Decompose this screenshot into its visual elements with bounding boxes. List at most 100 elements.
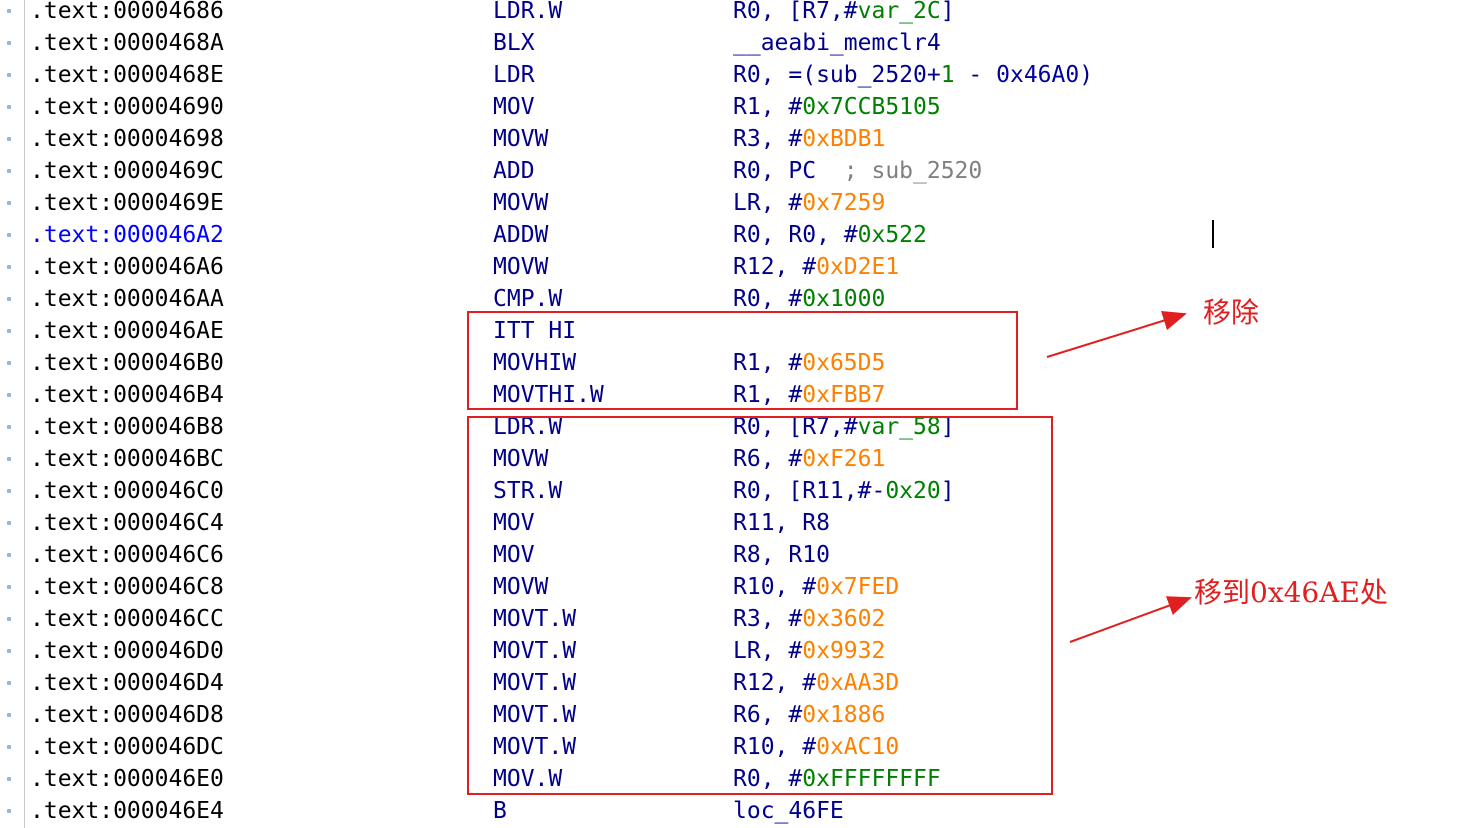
operand-token[interactable]: 0x65D5 xyxy=(802,350,886,376)
row-operands[interactable]: R1, #0xFBB7 xyxy=(733,379,885,411)
row-address[interactable]: .text:000046C4 xyxy=(30,510,224,536)
row-mnemonic[interactable]: CMP.W xyxy=(493,286,563,312)
operand-token[interactable]: LR, # xyxy=(733,638,803,664)
row-mnemonic[interactable]: LDR.W xyxy=(493,0,563,24)
listing-row[interactable]: .text:00004690 MOV R1, #0x7CCB5105 xyxy=(0,91,1475,123)
row-operands[interactable]: R1, #0x7CCB5105 xyxy=(733,91,941,123)
operand-token[interactable]: 0x9932 xyxy=(802,638,886,664)
operand-token[interactable]: 1 xyxy=(940,62,955,88)
row-mnemonic[interactable]: B xyxy=(493,798,507,824)
row-mnemonic[interactable]: BLX xyxy=(493,30,535,56)
row-address[interactable]: .text:000046AE xyxy=(30,318,224,344)
operand-token[interactable]: ] xyxy=(940,0,955,24)
operand-token[interactable]: 0xAA3D xyxy=(816,670,900,696)
row-operands[interactable]: R0, [R11,#-0x20] xyxy=(733,475,955,507)
operand-token[interactable]: 0x7259 xyxy=(802,190,886,216)
operand-token[interactable]: R6, # xyxy=(733,702,803,728)
operand-token[interactable]: 0x3602 xyxy=(802,606,886,632)
operand-token[interactable]: R8, R10 xyxy=(733,542,830,568)
row-operands[interactable]: R0, R0, #0x522 xyxy=(733,219,927,251)
row-mnemonic[interactable]: MOV xyxy=(493,542,535,568)
operand-token[interactable]: R0, # xyxy=(733,286,803,312)
operand-token[interactable]: R0, # xyxy=(733,766,803,792)
operand-token[interactable]: loc_46FE xyxy=(733,798,844,824)
row-mnemonic[interactable]: MOV.W xyxy=(493,766,563,792)
operand-token[interactable]: 0xBDB1 xyxy=(802,126,886,152)
row-address[interactable]: .text:0000468E xyxy=(30,62,224,88)
row-mnemonic[interactable]: LDR xyxy=(493,62,535,88)
operand-token[interactable]: R0, [R7,# xyxy=(733,0,858,24)
row-operands[interactable]: R8, R10 xyxy=(733,539,830,571)
row-address[interactable]: .text:000046E4 xyxy=(30,798,224,824)
operand-comment[interactable]: ; sub_2520 xyxy=(843,158,983,184)
listing-row[interactable]: .text:000046AE ITT HI xyxy=(0,315,1475,347)
operand-token[interactable]: R6, # xyxy=(733,446,803,472)
row-address[interactable]: .text:000046DC xyxy=(30,734,224,760)
row-operands[interactable]: R1, #0x65D5 xyxy=(733,347,885,379)
row-mnemonic[interactable]: MOVT.W xyxy=(493,606,577,632)
operand-token[interactable]: R0, =(sub_2520+ xyxy=(733,62,941,88)
row-address[interactable]: .text:000046BC xyxy=(30,446,224,472)
row-operands[interactable]: R3, #0xBDB1 xyxy=(733,123,885,155)
row-operands[interactable]: R0, #0x1000 xyxy=(733,283,885,315)
row-mnemonic[interactable]: LDR.W xyxy=(493,414,563,440)
operand-token[interactable]: R12, # xyxy=(733,670,817,696)
row-address[interactable]: .text:000046B0 xyxy=(30,350,224,376)
row-operands[interactable]: R12, #0xAA3D xyxy=(733,667,899,699)
row-mnemonic[interactable]: ADDW xyxy=(493,222,549,248)
operand-token[interactable]: 0xFBB7 xyxy=(802,382,886,408)
operand-token[interactable]: 0x522 xyxy=(857,222,927,248)
operand-token[interactable]: R0, [R7,# xyxy=(733,414,858,440)
row-operands[interactable]: R10, #0xAC10 xyxy=(733,731,899,763)
row-mnemonic[interactable]: MOVT.W xyxy=(493,734,577,760)
operand-token[interactable]: R0, PC xyxy=(733,158,844,184)
operand-token[interactable]: R3, # xyxy=(733,126,803,152)
row-mnemonic[interactable]: MOVW xyxy=(493,446,549,472)
operand-token[interactable]: R1, # xyxy=(733,94,803,120)
row-mnemonic[interactable]: ITT HI xyxy=(493,318,577,344)
row-address[interactable]: .text:000046CC xyxy=(30,606,224,632)
row-address[interactable]: .text:000046C0 xyxy=(30,478,224,504)
operand-token[interactable]: R0, [R11,#- xyxy=(733,478,886,504)
row-mnemonic[interactable]: MOVW xyxy=(493,190,549,216)
listing-row[interactable]: .text:000046DC MOVT.W R10, #0xAC10 xyxy=(0,731,1475,763)
row-operands[interactable]: R6, #0x1886 xyxy=(733,699,885,731)
row-mnemonic[interactable]: MOVW xyxy=(493,574,549,600)
operand-token[interactable]: 0x7CCB5105 xyxy=(802,94,941,120)
operand-token[interactable]: 0xFFFFFFFF xyxy=(802,766,941,792)
operand-token[interactable]: ] xyxy=(940,478,955,504)
row-address[interactable]: .text:000046A6 xyxy=(30,254,224,280)
operand-token[interactable]: R11, R8 xyxy=(733,510,830,536)
listing-row[interactable]: .text:000046C8 MOVW R10, #0x7FED xyxy=(0,571,1475,603)
row-mnemonic[interactable]: MOVT.W xyxy=(493,702,577,728)
row-address[interactable]: .text:000046C8 xyxy=(30,574,224,600)
row-mnemonic[interactable]: MOVW xyxy=(493,254,549,280)
row-address[interactable]: .text:000046D0 xyxy=(30,638,224,664)
operand-token[interactable]: ) xyxy=(1079,62,1094,88)
row-mnemonic[interactable]: MOV xyxy=(493,94,535,120)
row-mnemonic[interactable]: MOVHIW xyxy=(493,350,577,376)
row-operands[interactable]: R10, #0x7FED xyxy=(733,571,899,603)
row-operands[interactable]: R0, #0xFFFFFFFF xyxy=(733,763,941,795)
operand-token[interactable]: var_2C xyxy=(857,0,941,24)
operand-token[interactable]: R10, # xyxy=(733,734,817,760)
row-address[interactable]: .text:00004690 xyxy=(30,94,224,120)
row-address[interactable]: .text:000046A2 xyxy=(30,222,224,248)
row-address[interactable]: .text:0000468A xyxy=(30,30,224,56)
row-operands[interactable]: R11, R8 xyxy=(733,507,830,539)
operand-token[interactable]: 0xF261 xyxy=(802,446,886,472)
